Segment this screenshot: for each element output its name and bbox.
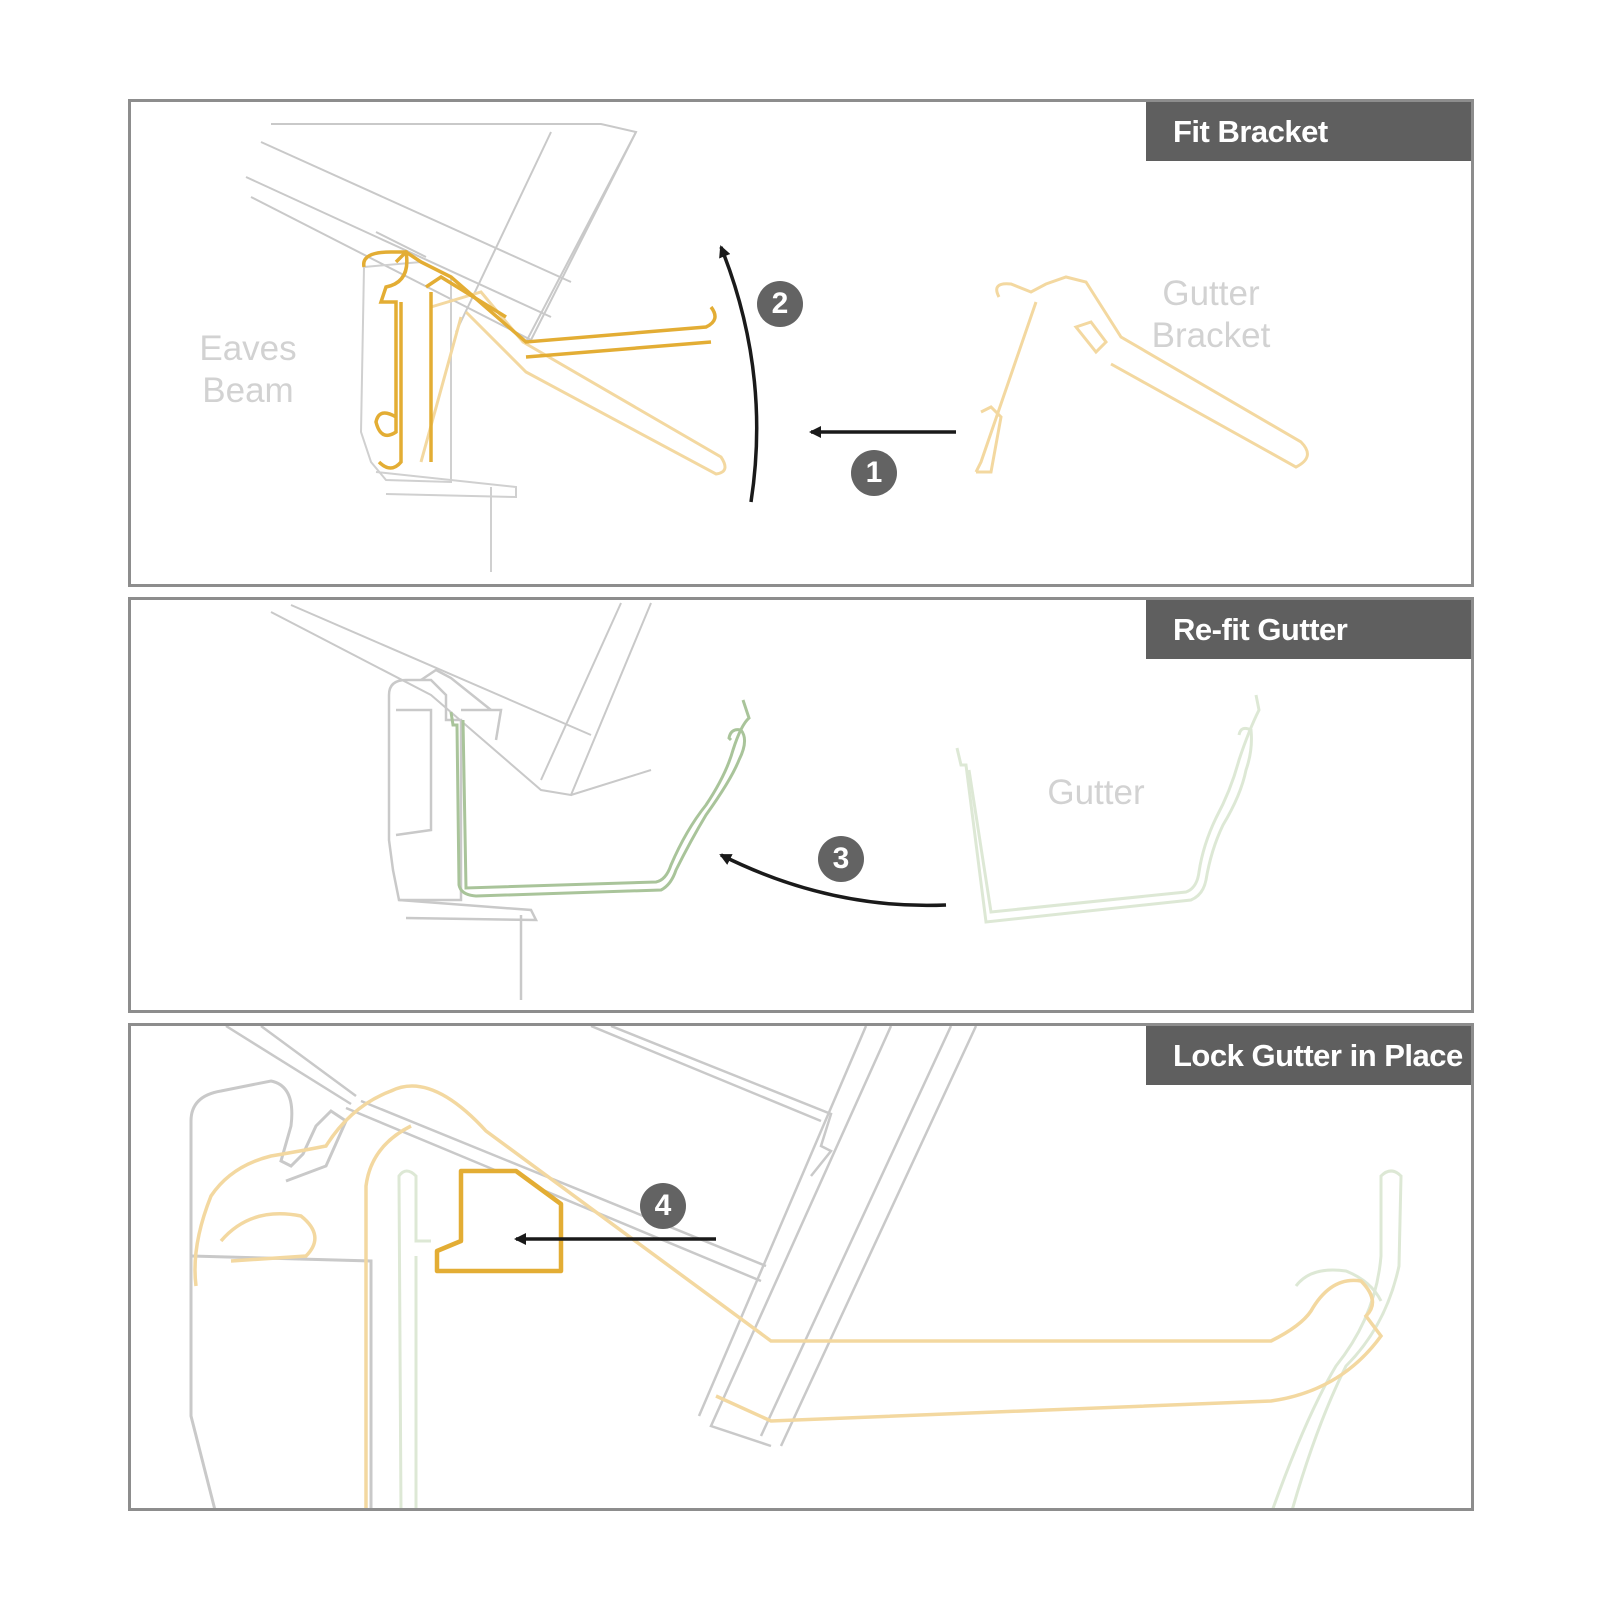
step-badge-3: 3 (818, 836, 864, 882)
bracket-faint (974, 275, 1309, 474)
bracket-fitted (362, 249, 717, 470)
bracket-housing (189, 1079, 373, 1508)
gutter-faint (955, 694, 1261, 924)
panel-lock-gutter: Lock Gutter in Place 4 (128, 1023, 1474, 1511)
bracket-faint (193, 1084, 1384, 1508)
eaves-beam-label-line-2: Beam (202, 371, 294, 410)
panel-title: Fit Bracket (1146, 102, 1471, 161)
panel-refit-gutter: Re-fit Gutter Gutter 3 (128, 597, 1474, 1013)
panel-fit-bracket: Fit Bracket Eaves Beam Gutter Bracket 1 … (128, 99, 1474, 587)
lock-clip (434, 1168, 564, 1274)
gutter-fitted (449, 699, 751, 898)
panel-title: Re-fit Gutter (1146, 600, 1471, 659)
fit-bracket-illustration (245, 123, 1309, 572)
refit-gutter-illustration (270, 602, 1261, 1000)
roof-structure (245, 123, 638, 343)
step-badge-1: 1 (851, 450, 897, 496)
arrow-step-2 (719, 245, 759, 503)
roof-structure (270, 602, 652, 797)
bracket-faint-ghost (419, 290, 727, 476)
step-badge-4: 4 (640, 1183, 686, 1229)
gutter-faint (397, 1169, 1403, 1508)
bracket-housing (387, 668, 539, 1000)
arrow-step-3 (719, 853, 947, 908)
lock-gutter-illustration (189, 1026, 1403, 1508)
gutter-bracket-label-line-1: Gutter (1162, 274, 1260, 313)
roof-structure (225, 1026, 978, 1448)
step-badge-2: 2 (757, 281, 803, 327)
eaves-beam-label: Eaves Beam (193, 328, 303, 412)
eaves-beam-label-line-1: Eaves (199, 329, 297, 368)
gutter-bracket-label-line-2: Bracket (1151, 316, 1271, 355)
panel-title: Lock Gutter in Place (1146, 1026, 1471, 1085)
gutter-label: Gutter (1047, 773, 1145, 812)
gutter-bracket-label: Gutter Bracket (1141, 273, 1281, 357)
